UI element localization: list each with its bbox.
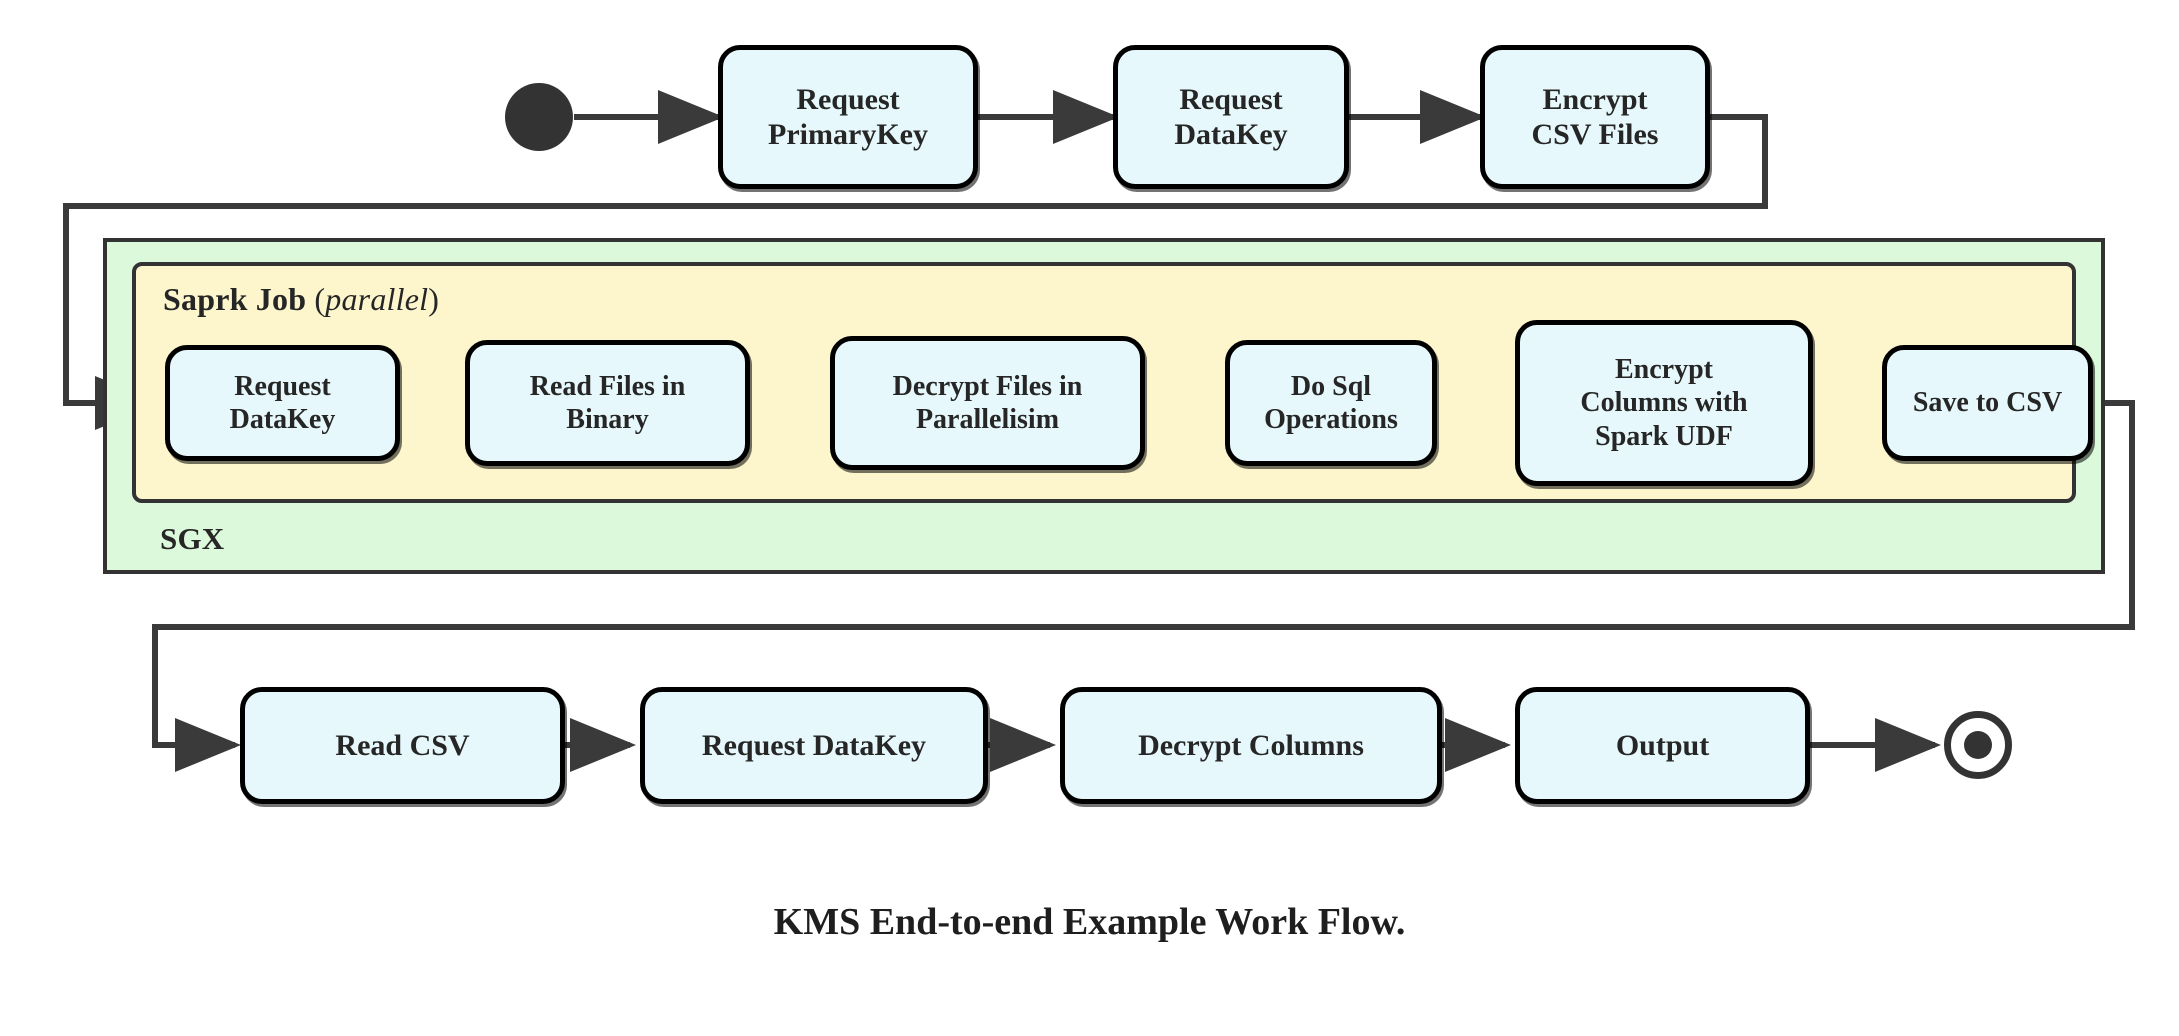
node-request-datakey-bottom[interactable]: Request DataKey xyxy=(640,687,988,804)
group-spark-job-paren-open: ( xyxy=(314,281,326,317)
group-sgx-label: SGX xyxy=(160,521,225,556)
node-request-datakey-spark[interactable]: Request DataKey xyxy=(165,345,400,461)
node-output[interactable]: Output xyxy=(1515,687,1810,804)
node-encrypt-columns-with-spark-udf[interactable]: Encrypt Columns with Spark UDF xyxy=(1515,320,1813,486)
diagram-caption: KMS End-to-end Example Work Flow. xyxy=(773,901,1406,943)
start-node-icon xyxy=(505,83,573,151)
node-label: Read CSV xyxy=(335,728,470,762)
node-encrypt-csv-files[interactable]: Encrypt CSV Files xyxy=(1480,45,1710,189)
node-read-csv[interactable]: Read CSV xyxy=(240,687,565,804)
end-node-inner-dot xyxy=(1964,731,1992,759)
node-label: Request DataKey xyxy=(229,370,336,435)
node-decrypt-files-in-parallelisim[interactable]: Decrypt Files in Parallelisim xyxy=(830,336,1145,470)
node-read-files-in-binary[interactable]: Read Files in Binary xyxy=(465,340,750,466)
node-request-datakey-top[interactable]: Request DataKey xyxy=(1113,45,1349,189)
node-label: Request PrimaryKey xyxy=(768,82,928,151)
group-spark-job-paren-close: ) xyxy=(428,281,440,317)
node-do-sql-operations[interactable]: Do Sql Operations xyxy=(1225,340,1437,466)
node-label: Save to CSV xyxy=(1912,387,2063,419)
node-request-primarykey[interactable]: Request PrimaryKey xyxy=(718,45,978,189)
group-spark-job-label: Saprk Job (parallel) xyxy=(163,281,439,318)
group-spark-job-qualifier: parallel xyxy=(325,281,429,317)
node-label: Decrypt Files in Parallelisim xyxy=(892,370,1083,435)
node-label: Request DataKey xyxy=(1174,82,1288,151)
node-label: Output xyxy=(1615,728,1710,762)
node-label: Encrypt CSV Files xyxy=(1531,82,1659,151)
node-label: Decrypt Columns xyxy=(1138,728,1364,762)
node-save-to-csv[interactable]: Save to CSV xyxy=(1882,345,2093,461)
group-spark-job-title: Saprk Job xyxy=(163,281,307,317)
node-label: Do Sql Operations xyxy=(1264,370,1398,435)
node-decrypt-columns[interactable]: Decrypt Columns xyxy=(1060,687,1442,804)
node-label: Request DataKey xyxy=(701,728,927,762)
end-node-icon xyxy=(1944,711,2012,779)
node-label: Encrypt Columns with Spark UDF xyxy=(1580,354,1748,452)
node-label: Read Files in Binary xyxy=(529,370,686,435)
